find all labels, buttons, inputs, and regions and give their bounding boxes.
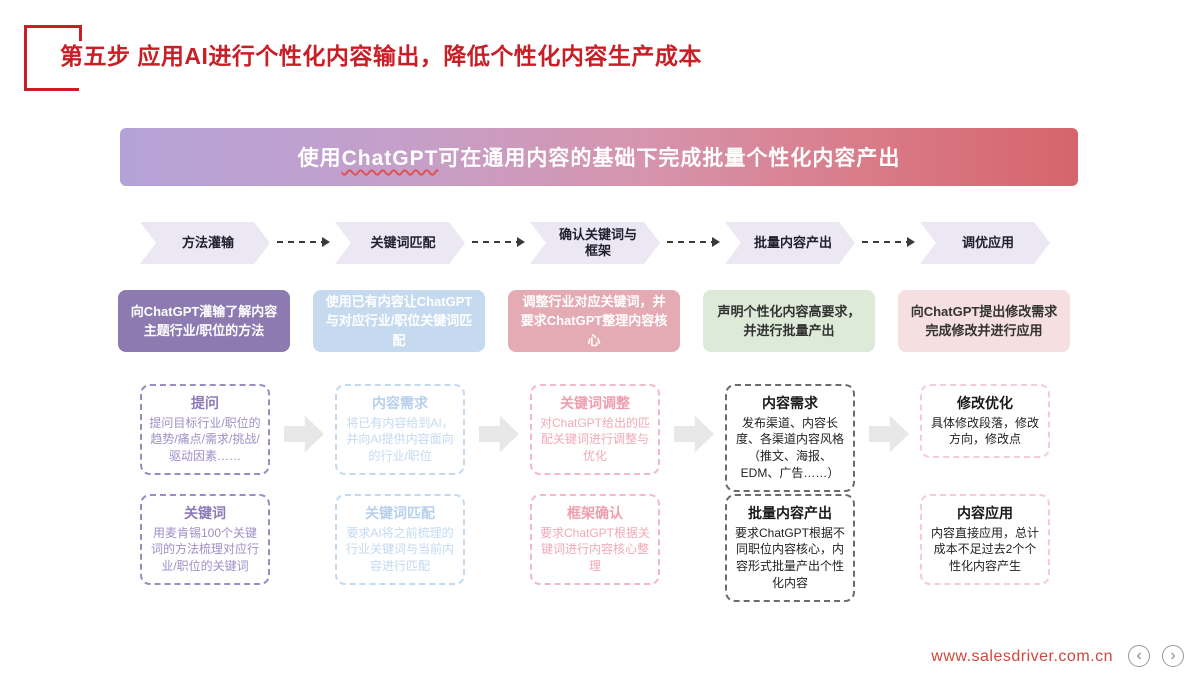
detail-title: 提问 — [191, 395, 219, 411]
detail-box-keyword-match: 关键词匹配 要求AI将之前梳理的行业关键词与当前内容进行匹配 — [335, 494, 465, 585]
summary-box: 声明个性化内容高要求，并进行批量产出 — [703, 290, 875, 352]
flow-step-tune-apply: 调优应用 — [920, 222, 1050, 264]
detail-box-framework-confirm: 框架确认 要求ChatGPT根据关键词进行内容核心整理 — [530, 494, 660, 585]
detail-box-revise-optimize: 修改优化 具体修改段落，修改方向，修改点 — [920, 384, 1050, 459]
detail-title: 框架确认 — [567, 505, 623, 521]
detail-body: 内容直接应用，总计成本不足过去2个个性化内容产生 — [930, 525, 1039, 574]
detail-body: 要求ChatGPT根据关键词进行内容核心整理 — [539, 525, 651, 574]
next-slide-button[interactable]: › — [1162, 645, 1184, 667]
dashed-arrow-icon — [667, 237, 720, 247]
summary-box: 向ChatGPT灌输了解内容主题行业/职位的方法 — [118, 290, 290, 352]
flow-step-keyword-match: 关键词匹配 — [335, 222, 465, 264]
block-arrow-icon — [674, 415, 714, 453]
detail-title: 内容需求 — [762, 395, 818, 411]
page-title: 第五步 应用AI进行个性化内容输出，降低个性化内容生产成本 — [60, 43, 702, 69]
summary-box: 调整行业对应关键词，并要求ChatGPT整理内容核心 — [508, 290, 680, 352]
detail-title: 关键词调整 — [560, 395, 630, 411]
flow-step-method-input: 方法灌输 — [140, 222, 270, 264]
detail-box-content-requirements: 内容需求 发布渠道、内容长度、各渠道内容风格（推文、海报、EDM、广告……） — [725, 384, 855, 492]
detail-box-question: 提问 提问目标行业/职位的趋势/痛点/需求/挑战/驱动因素…… — [140, 384, 270, 475]
detail-body: 要求ChatGPT根据不同职位内容核心，内容形式批量产出个性化内容 — [734, 525, 846, 590]
detail-title: 修改优化 — [957, 395, 1013, 411]
banner-text: 使用ChatGPT可在通用内容的基础下完成批量个性化内容产出 — [298, 142, 901, 172]
detail-title: 批量内容产出 — [748, 505, 832, 521]
banner: 使用ChatGPT可在通用内容的基础下完成批量个性化内容产出 — [120, 128, 1078, 186]
summary-box: 向ChatGPT提出修改需求完成修改并进行应用 — [898, 290, 1070, 352]
dashed-arrow-icon — [862, 237, 915, 247]
detail-body: 将已有内容给到AI，并向AI提供内容面向的行业/职位 — [346, 415, 454, 464]
banner-text-suffix: 可在通用内容的基础下完成批量个性化内容产出 — [438, 147, 901, 170]
dashed-arrow-icon — [472, 237, 525, 247]
detail-box-keyword-adjust: 关键词调整 对ChatGPT给出的匹配关键词进行调整与优化 — [530, 384, 660, 475]
detail-title: 内容需求 — [372, 395, 428, 411]
detail-box-content-need: 内容需求 将已有内容给到AI，并向AI提供内容面向的行业/职位 — [335, 384, 465, 475]
dashed-arrow-icon — [277, 237, 330, 247]
detail-body: 用麦肯锡100个关键词的方法梳理对应行业/职位的关键词 — [150, 525, 259, 574]
flow-step-confirm-keywords: 确认关键词与框架 — [530, 222, 660, 264]
summary-box: 使用已有内容让ChatGPT与对应行业/职位关键词匹配 — [313, 290, 485, 352]
detail-title: 内容应用 — [957, 505, 1013, 521]
flow-step-batch-output: 批量内容产出 — [725, 222, 855, 264]
banner-brand-chatgpt: ChatGPT — [341, 147, 439, 170]
detail-body: 具体修改段落，修改方向，修改点 — [930, 415, 1039, 447]
detail-body: 对ChatGPT给出的匹配关键词进行调整与优化 — [539, 415, 651, 464]
title-bracket-decoration — [24, 25, 82, 91]
detail-box-content-apply: 内容应用 内容直接应用，总计成本不足过去2个个性化内容产生 — [920, 494, 1050, 585]
detail-body: 提问目标行业/职位的趋势/痛点/需求/挑战/驱动因素…… — [149, 415, 261, 464]
website-link[interactable]: www.salesdriver.com.cn — [931, 648, 1113, 665]
chevron-right-icon: › — [1170, 647, 1176, 664]
detail-box-batch-output: 批量内容产出 要求ChatGPT根据不同职位内容核心，内容形式批量产出个性化内容 — [725, 494, 855, 602]
chevron-left-icon: ‹ — [1136, 647, 1142, 664]
detail-title: 关键词匹配 — [365, 505, 435, 521]
banner-text-prefix: 使用 — [297, 147, 342, 170]
detail-title: 关键词 — [184, 505, 226, 521]
block-arrow-icon — [479, 415, 519, 453]
detail-body: 发布渠道、内容长度、各渠道内容风格（推文、海报、EDM、广告……） — [735, 415, 844, 480]
detail-body: 要求AI将之前梳理的行业关键词与当前内容进行匹配 — [345, 525, 454, 574]
block-arrow-icon — [284, 415, 324, 453]
block-arrow-icon — [869, 415, 909, 453]
detail-box-keywords: 关键词 用麦肯锡100个关键词的方法梳理对应行业/职位的关键词 — [140, 494, 270, 585]
prev-slide-button[interactable]: ‹ — [1128, 645, 1150, 667]
